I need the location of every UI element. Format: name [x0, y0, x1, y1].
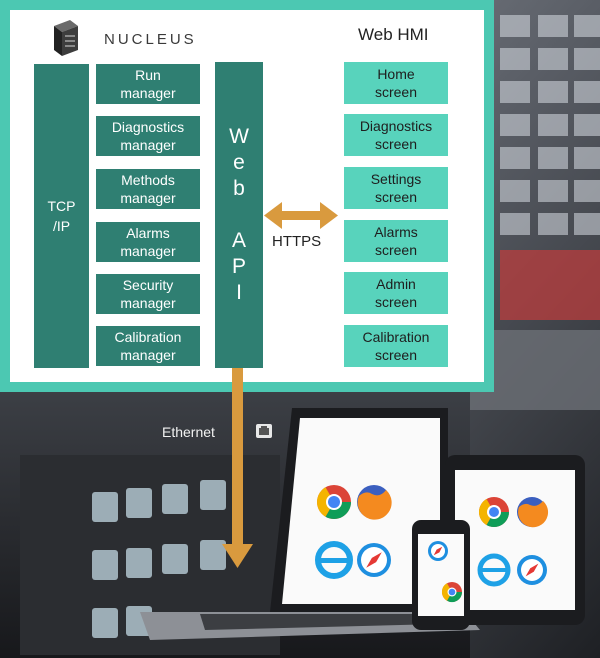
manager-methods: Methods manager	[96, 169, 200, 209]
screen-home: Home screen	[344, 62, 448, 104]
manager-security: Security manager	[96, 274, 200, 314]
nucleus-logo-icon	[54, 20, 78, 56]
brand-name: NUCLEUS	[104, 31, 197, 48]
screen-label: Alarms screen	[374, 224, 418, 258]
ethernet-label: Ethernet	[162, 424, 215, 440]
screen-admin: Admin screen	[344, 272, 448, 314]
manager-calibration: Calibration manager	[96, 326, 200, 366]
screen-diagnostics: Diagnostics screen	[344, 114, 448, 156]
web-api-block: W e b A P I	[215, 62, 263, 368]
screen-label: Admin screen	[374, 276, 418, 310]
screen-label: Diagnostics screen	[359, 118, 433, 152]
screen-settings: Settings screen	[344, 167, 448, 209]
tcp-ip-label: TCP /IP	[47, 198, 76, 234]
manager-label: Run manager	[120, 67, 176, 101]
manager-alarms: Alarms manager	[96, 222, 200, 262]
manager-label: Alarms manager	[120, 225, 176, 259]
screen-label: Home screen	[374, 66, 418, 100]
manager-run: Run manager	[96, 64, 200, 104]
screen-alarms: Alarms screen	[344, 220, 448, 262]
screen-calibration: Calibration screen	[344, 325, 448, 367]
tcp-ip-block: TCP /IP	[34, 64, 89, 368]
architecture-diagram-panel: NUCLEUS Web HMI TCP /IP Run manager Diag…	[0, 0, 494, 392]
manager-label: Methods manager	[120, 172, 176, 206]
web-api-label: W e b A P I	[229, 125, 249, 304]
screen-label: Settings screen	[370, 171, 422, 205]
web-hmi-title: Web HMI	[358, 25, 429, 44]
screen-label: Calibration screen	[362, 329, 430, 363]
https-label: HTTPS	[272, 233, 322, 250]
manager-label: Calibration manager	[114, 329, 182, 363]
phone-image	[412, 520, 470, 630]
manager-diagnostics: Diagnostics manager	[96, 116, 200, 156]
manager-label: Security manager	[120, 277, 176, 311]
manager-label: Diagnostics manager	[111, 119, 185, 153]
